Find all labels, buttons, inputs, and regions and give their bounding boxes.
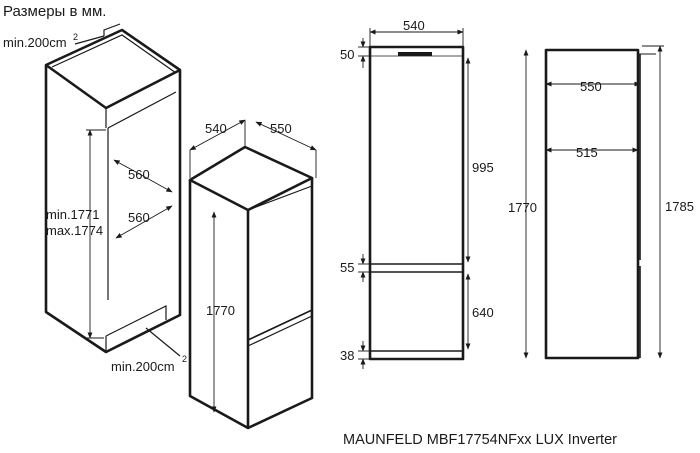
fridge-iso-width-dim bbox=[189, 119, 246, 151]
fridge-iso-front bbox=[188, 180, 250, 430]
niche-width-label: 560 bbox=[128, 210, 150, 225]
front-top-gap-label: 50 bbox=[340, 47, 354, 62]
front-view-body bbox=[368, 45, 465, 361]
side-view-drawing: 550 515 1770 1785 bbox=[508, 45, 694, 360]
cabinet-top-inner-edge bbox=[51, 34, 177, 74]
fridge-iso-height-label: 1770 bbox=[206, 303, 235, 318]
page-title: Размеры в мм. bbox=[3, 3, 106, 20]
cabinet-outline bbox=[44, 28, 182, 354]
fridge-iso-depth-dim bbox=[255, 121, 317, 151]
fridge-iso-drawing: 540 550 1770 bbox=[188, 119, 317, 430]
fridge-iso-door-top bbox=[247, 185, 313, 211]
fridge-iso-right bbox=[247, 178, 314, 430]
vent-bottom-leader bbox=[145, 327, 181, 357]
side-left-height-label: 1770 bbox=[508, 200, 537, 215]
front-upper-door-label: 995 bbox=[472, 160, 494, 175]
cabinet-drawing: min.200cm 2 min.1771 max.1774 560 560 mi… bbox=[3, 23, 187, 374]
fridge-iso-depth-label: 550 bbox=[270, 121, 292, 136]
front-view-drawing: 540 50 995 55 640 38 bbox=[340, 18, 494, 369]
fridge-iso-door-split-2 bbox=[247, 315, 313, 347]
niche-width-dim bbox=[115, 205, 173, 239]
model-caption: MAUNFELD MBF17754NFxx LUX Inverter bbox=[343, 432, 617, 448]
niche-height-max-label: max.1774 bbox=[46, 223, 103, 238]
vent-bottom-exponent: 2 bbox=[182, 354, 187, 364]
niche-depth-dim bbox=[113, 159, 173, 193]
side-total-height-label: 1785 bbox=[665, 199, 694, 214]
cabinet-top-front-edge bbox=[45, 63, 107, 110]
vent-top-label: min.200cm bbox=[3, 35, 67, 50]
vent-top-leader bbox=[74, 35, 105, 45]
front-bottom-gap-label: 38 bbox=[340, 348, 354, 363]
niche-height-min-label: min.1771 bbox=[46, 207, 99, 222]
niche-depth-label: 560 bbox=[128, 167, 150, 182]
cabinet-plinth bbox=[105, 305, 167, 337]
fridge-iso-door-split bbox=[247, 309, 313, 341]
cabinet-inner-top bbox=[107, 91, 177, 129]
side-inner-depth-label: 515 bbox=[576, 145, 598, 160]
front-top-vent bbox=[398, 52, 432, 56]
vent-top-exponent: 2 bbox=[73, 32, 78, 42]
fridge-iso-top bbox=[188, 145, 314, 212]
front-mid-gap-label: 55 bbox=[340, 260, 354, 275]
vent-bottom-label: min.200cm bbox=[111, 359, 175, 374]
vent-top-slot bbox=[103, 23, 121, 36]
front-width-label: 540 bbox=[403, 18, 425, 33]
fridge-iso-width-label: 540 bbox=[205, 121, 227, 136]
side-depth-label: 550 bbox=[580, 79, 602, 94]
front-lower-door-label: 640 bbox=[472, 305, 494, 320]
side-view-body bbox=[544, 48, 640, 360]
cabinet-top-right-edge bbox=[105, 68, 181, 110]
